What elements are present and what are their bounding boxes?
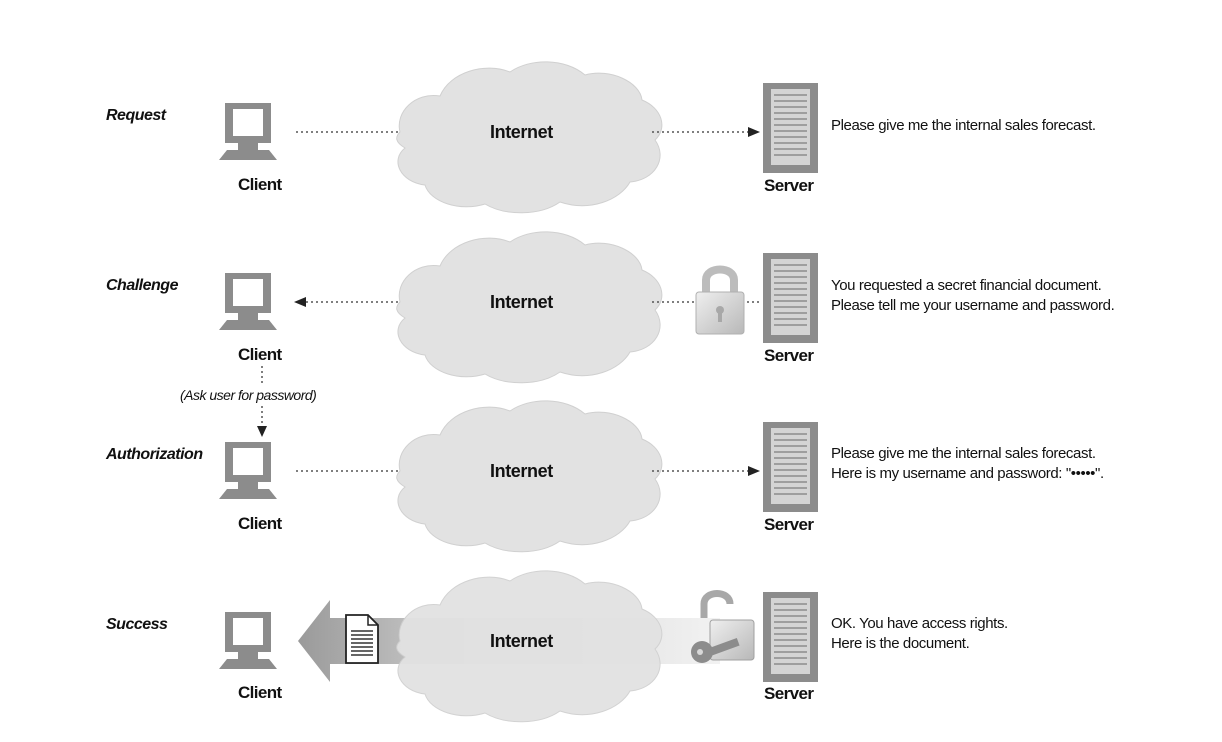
client-label: Client <box>238 514 282 533</box>
server-message-challenge: You requested a secret financial documen… <box>831 276 1115 316</box>
message-line: Please tell me your username and passwor… <box>831 297 1115 314</box>
server-message-request: Please give me the internal sales foreca… <box>831 116 1096 136</box>
server-message-success: OK. You have access rights. Here is the … <box>831 614 1008 654</box>
client-label: Client <box>238 175 282 194</box>
cloud-icon <box>396 570 663 723</box>
row-success <box>219 570 818 723</box>
message-line: Here is my username and password: "•••••… <box>831 465 1104 482</box>
message-line: Please give me the internal sales foreca… <box>831 117 1096 134</box>
client-label: Client <box>238 345 282 364</box>
server-tower-icon <box>763 592 818 682</box>
document-icon <box>345 614 379 664</box>
internet-label: Internet <box>490 122 553 142</box>
server-label: Server <box>764 346 814 365</box>
server-message-authorization: Please give me the internal sales foreca… <box>831 444 1104 484</box>
arrowhead-left <box>294 297 306 307</box>
arrowhead-down <box>257 426 267 437</box>
cloud-icon <box>396 61 663 214</box>
key-icon <box>691 637 740 663</box>
server-tower-icon <box>763 83 818 173</box>
step-label-success: Success <box>106 616 168 633</box>
server-tower-icon <box>763 422 818 512</box>
cloud-icon <box>396 231 663 384</box>
step-label-request: Request <box>106 107 166 124</box>
arrowhead-right <box>748 466 760 476</box>
message-line: Please give me the internal sales foreca… <box>831 445 1096 462</box>
row-challenge <box>219 231 818 437</box>
cloud-icon <box>396 400 663 553</box>
computer-monitor-icon <box>219 442 277 499</box>
padlock-closed-icon <box>695 265 745 335</box>
computer-monitor-icon <box>219 612 277 669</box>
row-request <box>219 61 818 214</box>
row-authorization <box>219 400 818 553</box>
step-label-challenge: Challenge <box>106 277 178 294</box>
message-line: OK. You have access rights. <box>831 615 1008 632</box>
internet-label: Internet <box>490 461 553 481</box>
server-label: Server <box>764 515 814 534</box>
internet-label: Internet <box>490 292 553 312</box>
arrowhead-right <box>748 127 760 137</box>
computer-monitor-icon <box>219 103 277 160</box>
server-tower-icon <box>763 253 818 343</box>
password-prompt-note: (Ask user for password) <box>180 387 317 403</box>
step-label-authorization: Authorization <box>106 446 203 463</box>
internet-label: Internet <box>490 631 553 651</box>
server-label: Server <box>764 684 814 703</box>
message-line: Here is the document. <box>831 635 970 652</box>
message-line: You requested a secret financial documen… <box>831 277 1102 294</box>
server-label: Server <box>764 176 814 195</box>
computer-monitor-icon <box>219 273 277 330</box>
client-label: Client <box>238 683 282 702</box>
